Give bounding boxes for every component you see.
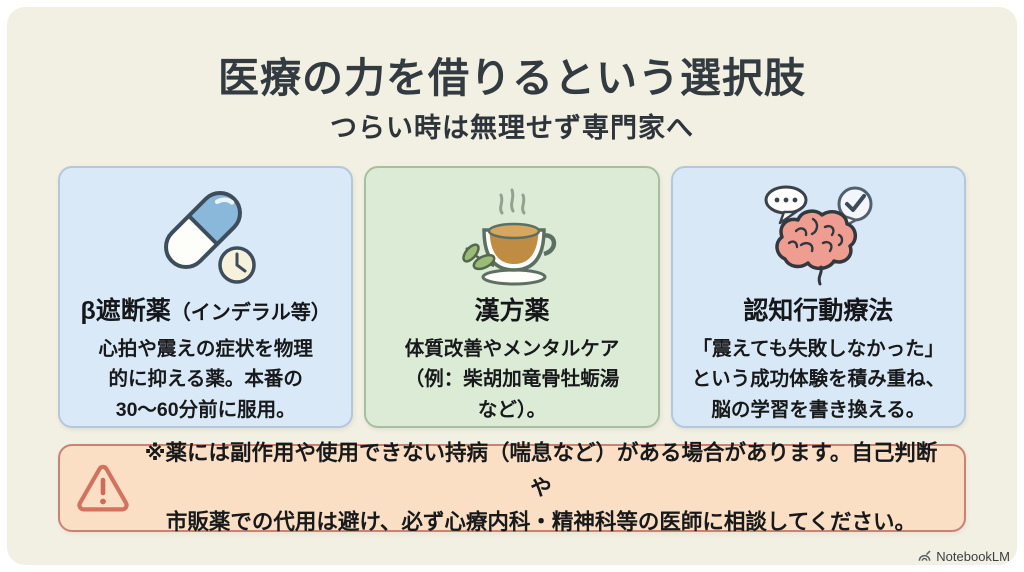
page-title: 医療の力を借りるという選択肢	[218, 55, 806, 101]
card-body: 心拍や震えの症状を物理 的に抑える薬。本番の 30〜60分前に服用。	[98, 338, 313, 421]
pill-clock-icon	[153, 178, 259, 296]
option-cards: β遮断薬（インデラル等） 心拍や震えの症状を物理 的に抑える薬。本番の 30〜6…	[58, 166, 966, 428]
card-title: 漢方薬	[474, 297, 550, 325]
notebooklm-logo-icon	[917, 549, 932, 564]
card-body: 「震えても失敗しなかった」 という成功体験を積み重ね、 脳の学習を書き換える。	[691, 338, 946, 421]
warning-text: ※薬には副作用や使用できない持病（喘息など）がある場合があります。自己判断や 市…	[144, 441, 938, 535]
card-beta-blocker: β遮断薬（インデラル等） 心拍や震えの症状を物理 的に抑える薬。本番の 30〜6…	[58, 166, 354, 428]
card-cbt: 認知行動療法 「震えても失敗しなかった」 という成功体験を積み重ね、 脳の学習を…	[670, 166, 966, 428]
card-body: 体質改善やメンタルケア （例：柴胡加竜骨牡蛎湯 など）。	[404, 338, 620, 421]
warning-triangle-icon	[76, 462, 130, 514]
brain-cbt-icon	[755, 178, 881, 296]
brand-footer: NotebookLM	[917, 549, 1010, 564]
card-title: 認知行動療法	[743, 297, 894, 325]
page-subtitle: つらい時は無理せず専門家へ	[330, 113, 694, 143]
card-title: β遮断薬（インデラル等）	[80, 297, 331, 325]
card-kampo: 漢方薬 体質改善やメンタルケア （例：柴胡加竜骨牡蛎湯 など）。	[364, 166, 660, 428]
tea-cup-icon	[456, 178, 568, 296]
warning-note: ※薬には副作用や使用できない持病（喘息など）がある場合があります。自己判断や 市…	[58, 441, 966, 534]
brand-name: NotebookLM	[936, 549, 1010, 564]
